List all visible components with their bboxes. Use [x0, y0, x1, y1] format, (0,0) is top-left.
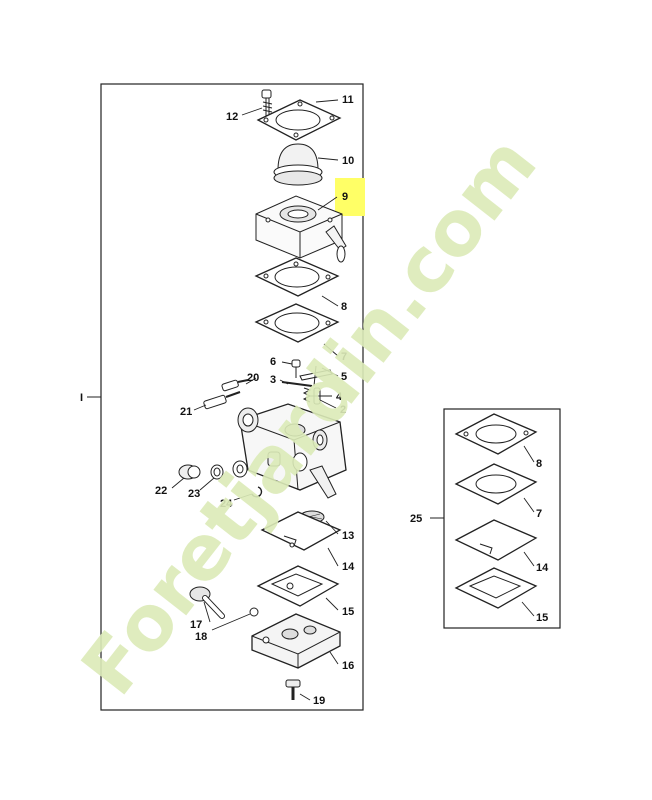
part-8-gasket	[254, 257, 340, 297]
part-21-screw	[203, 391, 241, 410]
part-17-screw	[189, 586, 225, 619]
part-3-pin	[281, 381, 313, 387]
part-labels: 12 11 10 9 8 7 6 5 3 4 2 20 21 22 23 24 …	[155, 94, 549, 707]
label-kit-part-15: 15	[536, 612, 548, 624]
label-part-11: 11	[342, 94, 354, 106]
label-part-2: 2	[340, 404, 346, 416]
label-part-17: 17	[190, 619, 202, 631]
label-part-22: 22	[155, 485, 167, 497]
label-part-19: 19	[313, 695, 325, 707]
highlight-part-9	[335, 178, 365, 216]
part-18-ring	[249, 607, 259, 617]
part-10-primer-bulb	[273, 143, 323, 186]
assembly-label: I	[80, 392, 83, 404]
kit-frame: 25	[410, 408, 561, 629]
part-4-spring	[302, 387, 312, 403]
label-part-12: 12	[226, 111, 238, 123]
label-part-18: 18	[195, 631, 207, 643]
label-part-8: 8	[341, 301, 347, 313]
label-part-14: 14	[342, 561, 355, 573]
part-14-diaphragm	[260, 511, 342, 551]
part-5-lever	[299, 365, 333, 387]
part-22-plug	[178, 464, 201, 480]
label-part-23: 23	[188, 488, 200, 500]
label-part-9: 9	[342, 191, 348, 203]
kit-part-15-gasket	[454, 567, 538, 609]
label-part-6: 6	[270, 356, 276, 368]
part-drawings	[178, 89, 538, 700]
kit-part-14-diaphragm	[454, 519, 538, 561]
part-11-cover	[256, 99, 342, 141]
part-washer-body	[232, 460, 248, 478]
part-19-screw	[285, 679, 301, 700]
label-part-3: 3	[270, 374, 276, 386]
part-15-gasket	[256, 565, 340, 607]
kit-part-8-gasket	[454, 413, 538, 455]
label-part-15: 15	[342, 606, 354, 618]
label-part-20: 20	[247, 372, 259, 384]
part-9-pump-housing	[255, 195, 347, 263]
label-kit-part-14: 14	[536, 562, 549, 574]
label-kit-part-8: 8	[536, 458, 542, 470]
part-24-clip	[251, 486, 263, 498]
part-7-diaphragm	[254, 303, 340, 343]
label-part-13: 13	[342, 530, 354, 542]
label-part-24: 24	[220, 498, 233, 510]
kit-part-7-diaphragm	[454, 463, 538, 505]
label-part-7: 7	[341, 351, 347, 363]
part-23-washer	[210, 464, 224, 480]
part-12-screw	[261, 89, 273, 118]
label-part-5: 5	[341, 371, 347, 383]
label-part-16: 16	[342, 660, 354, 672]
kit-label: 25	[410, 513, 422, 525]
label-part-21: 21	[180, 406, 192, 418]
part-16-cover	[251, 613, 341, 669]
leader-lines	[171, 99, 535, 701]
main-frame: I	[80, 83, 364, 711]
label-part-10: 10	[342, 155, 354, 167]
part-6-screw	[291, 359, 301, 378]
label-kit-part-7: 7	[536, 508, 542, 520]
part-20-screw	[221, 379, 249, 392]
label-part-4: 4	[336, 391, 343, 403]
part-1-carburetor-body	[237, 403, 347, 499]
